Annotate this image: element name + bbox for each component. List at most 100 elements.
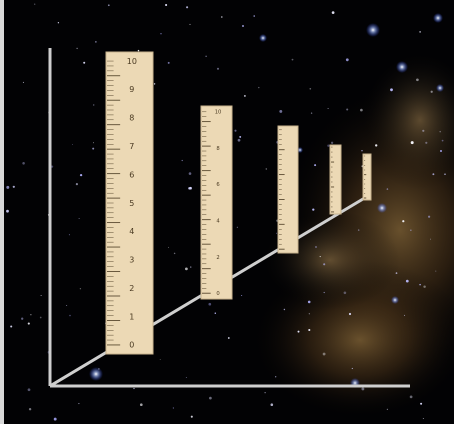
ruler-label: 3 (129, 256, 134, 265)
ruler-body (362, 153, 372, 201)
ruler-label: 6 (216, 182, 220, 188)
star (185, 376, 187, 378)
star (395, 272, 398, 274)
ruler-label: 8 (129, 114, 134, 123)
star (423, 285, 426, 288)
star (348, 312, 352, 316)
star (322, 352, 326, 356)
star (440, 150, 442, 152)
star (39, 316, 42, 319)
star (190, 266, 192, 268)
star (307, 300, 311, 304)
star (133, 387, 135, 390)
ruler-label: 1 (129, 312, 134, 321)
star (79, 173, 83, 177)
ruler-label: 10 (215, 110, 222, 116)
star (83, 61, 86, 64)
ruler-3 (277, 125, 299, 254)
star (173, 252, 176, 255)
star (220, 16, 223, 18)
bright-star (396, 61, 408, 73)
star (315, 246, 317, 248)
star (27, 388, 31, 392)
star (276, 232, 277, 234)
star (331, 11, 335, 14)
star (375, 144, 378, 147)
ruler-label: 5 (129, 199, 134, 208)
star (390, 88, 393, 92)
star (185, 267, 188, 271)
star (181, 159, 183, 162)
star (410, 229, 412, 231)
star (361, 150, 363, 152)
star (40, 295, 42, 296)
star (27, 322, 30, 325)
star (291, 58, 294, 61)
ruler-body (105, 51, 154, 355)
star (189, 23, 191, 25)
star (66, 304, 68, 307)
star (237, 138, 241, 142)
star (279, 109, 283, 113)
bright-star (89, 367, 103, 381)
ruler-4 (329, 144, 342, 215)
star (419, 31, 421, 33)
star (346, 108, 349, 111)
star (241, 295, 243, 296)
ruler-body (200, 105, 233, 300)
frame-border-left (0, 0, 4, 424)
star (160, 33, 162, 35)
star (429, 238, 432, 240)
star (404, 314, 406, 316)
bright-star (436, 84, 444, 92)
star (430, 90, 433, 93)
star (30, 314, 32, 316)
star (71, 143, 73, 145)
star (312, 208, 315, 211)
star (12, 185, 15, 188)
star (275, 376, 277, 378)
star (28, 408, 32, 411)
star (239, 135, 242, 138)
star (319, 256, 321, 258)
ruler-label: 6 (129, 170, 134, 179)
star (92, 147, 95, 150)
star (53, 417, 57, 421)
star (92, 104, 95, 106)
ruler-label: 7 (129, 142, 134, 151)
ruler-label: 10 (127, 57, 137, 66)
star (188, 172, 192, 175)
star (57, 22, 60, 24)
star (308, 328, 311, 332)
star (137, 49, 140, 52)
star (243, 94, 246, 97)
star (22, 162, 25, 165)
ruler-label: 4 (129, 227, 134, 236)
star (79, 288, 82, 290)
star (76, 47, 78, 50)
star (360, 108, 363, 112)
star (405, 279, 409, 283)
star (327, 107, 329, 110)
star (330, 141, 334, 144)
star (227, 337, 230, 339)
bright-star (377, 203, 387, 213)
star (78, 218, 80, 219)
star (216, 67, 220, 70)
star (345, 58, 349, 62)
star (95, 41, 97, 43)
star (420, 402, 423, 405)
star (208, 302, 212, 306)
star (427, 215, 431, 218)
ruler-body (277, 125, 299, 254)
star (10, 325, 13, 328)
star (361, 387, 365, 391)
star (425, 141, 428, 144)
star (441, 139, 444, 142)
star (6, 209, 9, 213)
star (167, 61, 170, 64)
star (153, 83, 156, 85)
